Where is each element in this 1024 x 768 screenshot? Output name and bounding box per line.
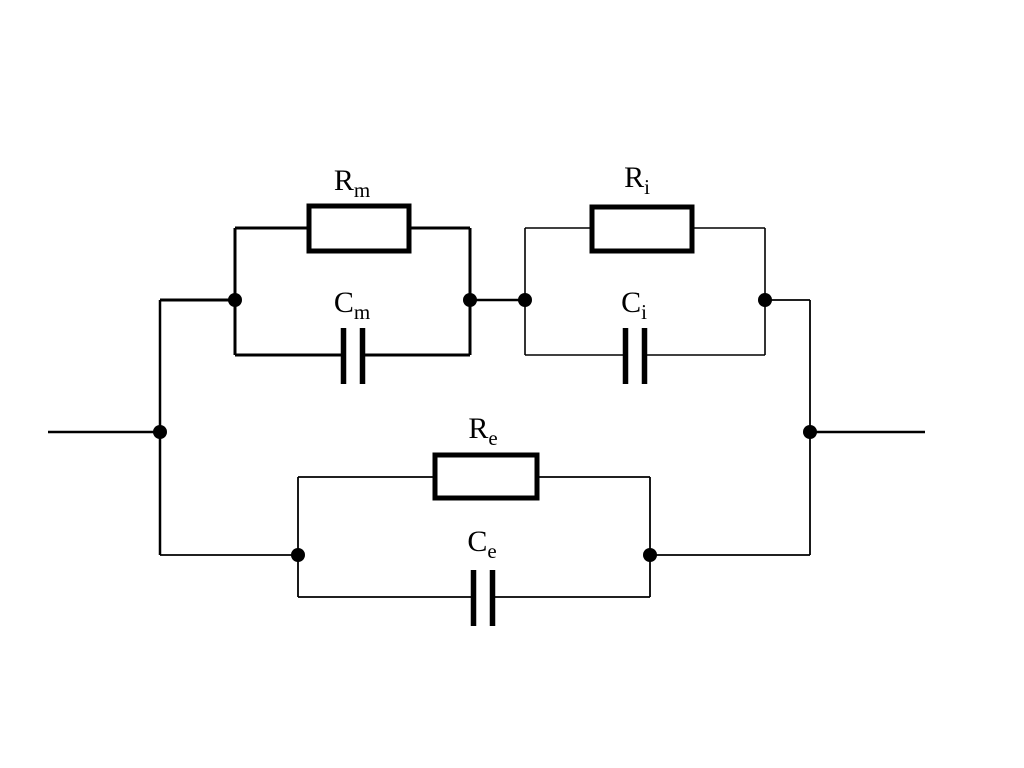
label-Ri-base: R xyxy=(624,161,645,194)
label-Ci-base: C xyxy=(621,286,642,319)
junction-dot-right-terminal xyxy=(803,425,817,439)
resistor-Re-body xyxy=(432,452,540,501)
label-Ci-sub: i xyxy=(641,300,647,324)
label-Ri-sub: i xyxy=(644,175,650,199)
label-Rm-base: R xyxy=(333,164,354,197)
junction-dot-block1-right xyxy=(463,293,477,307)
junction-dot-block2-right xyxy=(758,293,772,307)
junction-dot-block1-left xyxy=(228,293,242,307)
label-Re-base: R xyxy=(468,412,489,445)
label-Re-sub: e xyxy=(488,426,498,450)
label-Ci: Ci xyxy=(621,286,647,323)
label-Ce-base: C xyxy=(467,525,488,558)
label-Ri: Ri xyxy=(624,161,650,198)
junction-dot-block2-left xyxy=(518,293,532,307)
resistor-Ri-body xyxy=(589,204,695,254)
junction-dot-block3-left xyxy=(291,548,305,562)
label-Cm-sub: m xyxy=(353,300,371,324)
label-Rm-sub: m xyxy=(353,178,371,202)
label-Ce: Ce xyxy=(467,525,496,562)
label-Cm-base: C xyxy=(333,286,354,319)
junction-dot-left-terminal xyxy=(153,425,167,439)
label-Cm: Cm xyxy=(333,286,370,323)
label-Rm: Rm xyxy=(333,164,370,201)
junction-dot-block3-right xyxy=(643,548,657,562)
label-Re: Re xyxy=(468,412,497,449)
resistor-Rm-body xyxy=(306,203,412,254)
label-Ce-sub: e xyxy=(487,539,497,563)
